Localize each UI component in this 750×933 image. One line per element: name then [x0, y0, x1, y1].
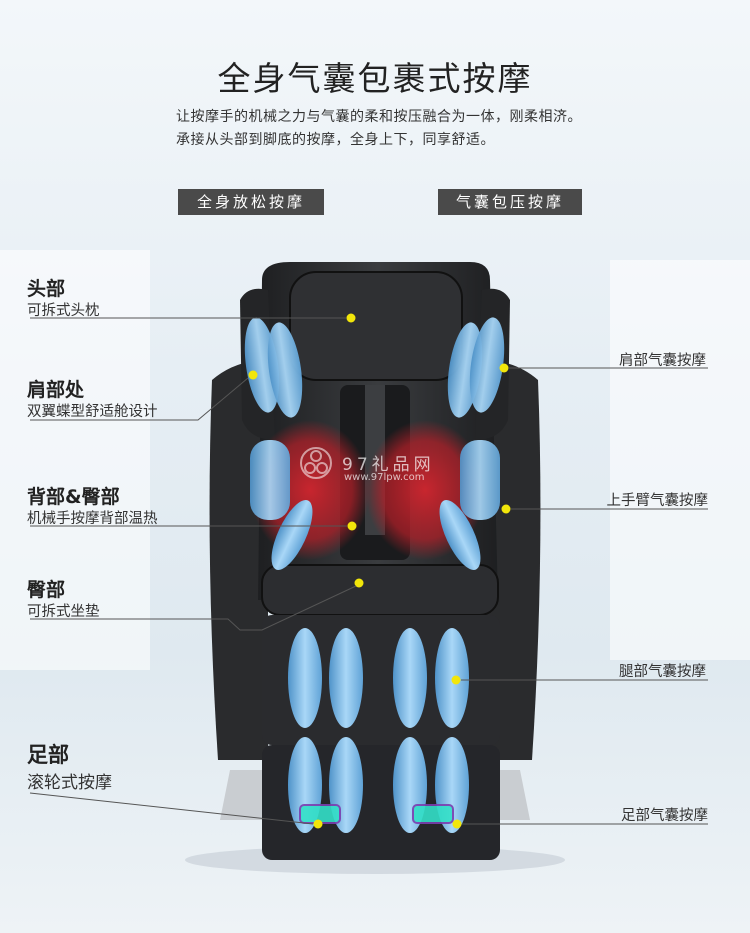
tag-full-body: 全身放松按摩 — [178, 189, 324, 215]
label-back-sub: 机械手按摩背部温热 — [27, 511, 158, 527]
label-leg-airbag: 腿部气囊按摩 — [619, 664, 706, 680]
subtitle-line-1: 让按摩手的机械之力与气囊的柔和按压融合为一体，刚柔相济。 — [176, 109, 582, 125]
label-shoulder-airbag: 肩部气囊按摩 — [619, 353, 706, 369]
watermark-logo-icon — [300, 447, 332, 479]
label-shoulder-heading: 肩部处 — [27, 379, 85, 401]
label-foot-heading: 足部 — [27, 743, 69, 767]
label-hip-heading: 臀部 — [27, 579, 66, 601]
label-foot-sub: 滚轮式按摩 — [27, 773, 112, 793]
page-title: 全身气囊包裹式按摩 — [217, 59, 533, 98]
background-window-left — [0, 250, 150, 670]
label-upper-arm-airbag: 上手臂气囊按摩 — [606, 493, 709, 509]
label-head-sub: 可拆式头枕 — [27, 303, 100, 319]
tag-airbag: 气囊包压按摩 — [438, 189, 582, 215]
watermark-brand: 97礼品网 — [342, 455, 435, 475]
subtitle-line-2: 承接从头部到脚底的按摩，全身上下，同享舒适。 — [176, 132, 495, 148]
background-window-right — [610, 260, 750, 660]
label-shoulder-sub: 双翼蝶型舒适舱设计 — [27, 404, 158, 420]
label-head-heading: 头部 — [27, 278, 66, 300]
label-hip-sub: 可拆式坐垫 — [27, 604, 100, 620]
label-foot-airbag: 足部气囊按摩 — [621, 808, 708, 824]
label-back-heading: 背部&臀部 — [27, 486, 120, 508]
watermark-url: www.97lpw.com — [344, 472, 425, 483]
